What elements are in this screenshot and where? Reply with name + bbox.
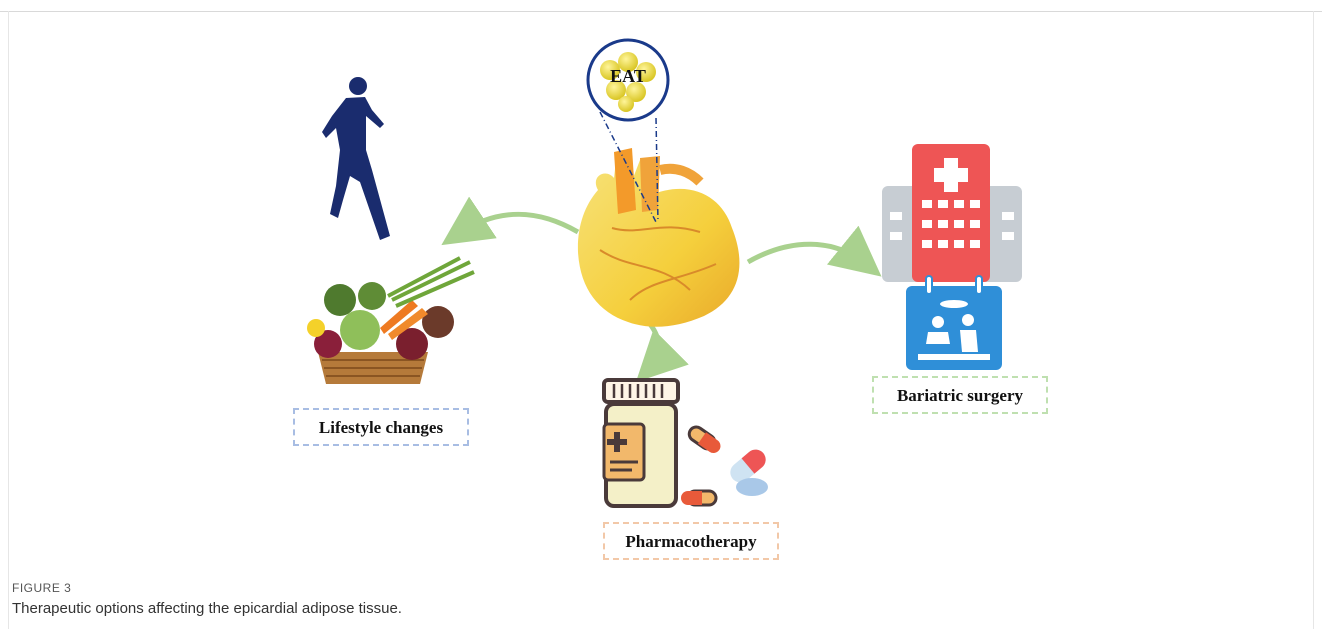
fat-cell-cluster-icon [586, 38, 670, 223]
figure-label: FIGURE 3 [12, 581, 72, 595]
hospital-icon [882, 144, 1022, 282]
frame-left-border [8, 11, 9, 629]
frame-right-border [1313, 11, 1314, 629]
heart-icon [577, 148, 740, 327]
lifestyle-changes-label: Lifestyle changes [293, 408, 469, 446]
bariatric-surgery-label: Bariatric surgery [872, 376, 1048, 414]
surgery-calendar-icon [906, 275, 1002, 370]
arrow-to-pharmacotherapy [635, 322, 689, 383]
capsule-icon [681, 425, 768, 507]
eat-label: EAT [610, 66, 646, 86]
arrow-to-lifestyle [441, 196, 580, 246]
figure-caption: Therapeutic options affecting the epicar… [12, 600, 402, 617]
runner-icon [322, 77, 390, 240]
arrow-to-bariatric [746, 225, 882, 277]
frame-top-border [0, 11, 1322, 12]
pharmacotherapy-label: Pharmacotherapy [603, 522, 779, 560]
vegetable-basket-icon [307, 256, 475, 384]
pill-bottle-icon [602, 378, 680, 508]
